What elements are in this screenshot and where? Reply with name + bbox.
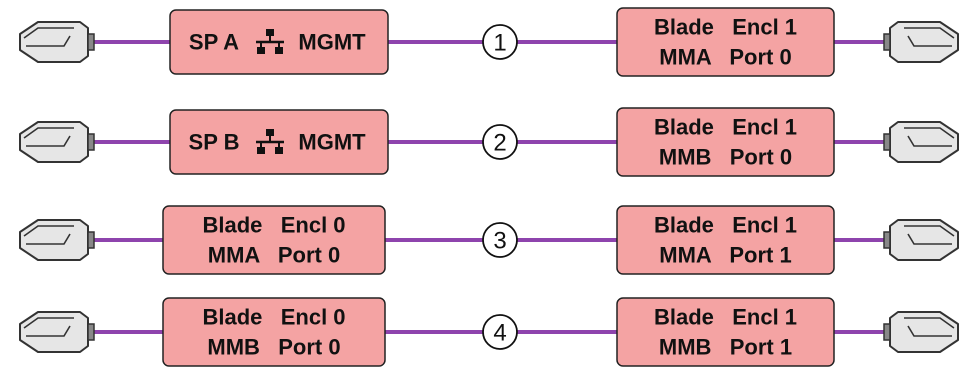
right-box-line2: MMA Port 0: [659, 45, 791, 70]
sp-label: SP B: [189, 130, 240, 155]
rj45-connector-icon: [19, 311, 95, 353]
cable-number: 2: [493, 130, 506, 157]
cable-number-badge: 2: [482, 124, 518, 160]
right-box-line2: MMA Port 1: [659, 243, 791, 268]
mgmt-label: MGMT: [298, 30, 366, 55]
right-box-line1: Blade Encl 1: [654, 15, 797, 40]
cable-row-1: SP A MGMT 1 Blade Encl 1 MMA Port 0: [94, 7, 884, 77]
right-box-line1: Blade Encl 1: [654, 305, 797, 330]
right-port-box: Blade Encl 1 MMA Port 1: [616, 205, 835, 275]
rj45-connector-icon: [883, 219, 959, 261]
right-box-line2: MMB Port 0: [659, 145, 792, 170]
cable-number: 4: [493, 320, 506, 347]
right-port-box: Blade Encl 1 MMA Port 0: [616, 7, 835, 77]
cable-number: 1: [493, 30, 506, 57]
left-port-box: SP A MGMT: [169, 9, 389, 75]
left-box-line2: MMB Port 0: [207, 335, 340, 360]
rj45-connector-icon: [883, 311, 959, 353]
network-icon: [256, 29, 284, 54]
rj45-connector-icon: [19, 121, 95, 163]
cable-number: 3: [493, 228, 506, 255]
left-box-line2: MMA Port 0: [208, 243, 340, 268]
left-port-box: Blade Encl 0 MMA Port 0: [162, 205, 386, 275]
left-port-box: SP B MGMT: [169, 109, 389, 175]
left-port-box: Blade Encl 0 MMB Port 0: [162, 297, 386, 367]
rj45-connector-icon: [883, 21, 959, 63]
right-box-line1: Blade Encl 1: [654, 115, 797, 140]
rj45-connector-icon: [883, 121, 959, 163]
cable-row-3: Blade Encl 0 MMA Port 0 3 Blade Encl 1 MMA P…: [94, 205, 884, 275]
right-box-line1: Blade Encl 1: [654, 213, 797, 238]
cable-row-4: Blade Encl 0 MMB Port 0 4 Blade Encl 1 MMB P…: [94, 297, 884, 367]
rj45-connector-icon: [19, 219, 95, 261]
cable-number-badge: 3: [482, 222, 518, 258]
network-icon: [256, 129, 284, 154]
right-box-line2: MMB Port 1: [659, 335, 792, 360]
left-box-line1: Blade Encl 0: [202, 213, 345, 238]
left-box-line1: Blade Encl 0: [202, 305, 345, 330]
sp-label: SP A: [189, 30, 239, 55]
cable-row-2: SP B MGMT 2 Blade Encl 1 MMB Port 0: [94, 107, 884, 177]
cable-number-badge: 4: [482, 314, 518, 350]
mgmt-label: MGMT: [298, 130, 366, 155]
right-port-box: Blade Encl 1 MMB Port 0: [616, 107, 835, 177]
cable-number-badge: 1: [482, 24, 518, 60]
rj45-connector-icon: [19, 21, 95, 63]
right-port-box: Blade Encl 1 MMB Port 1: [616, 297, 835, 367]
